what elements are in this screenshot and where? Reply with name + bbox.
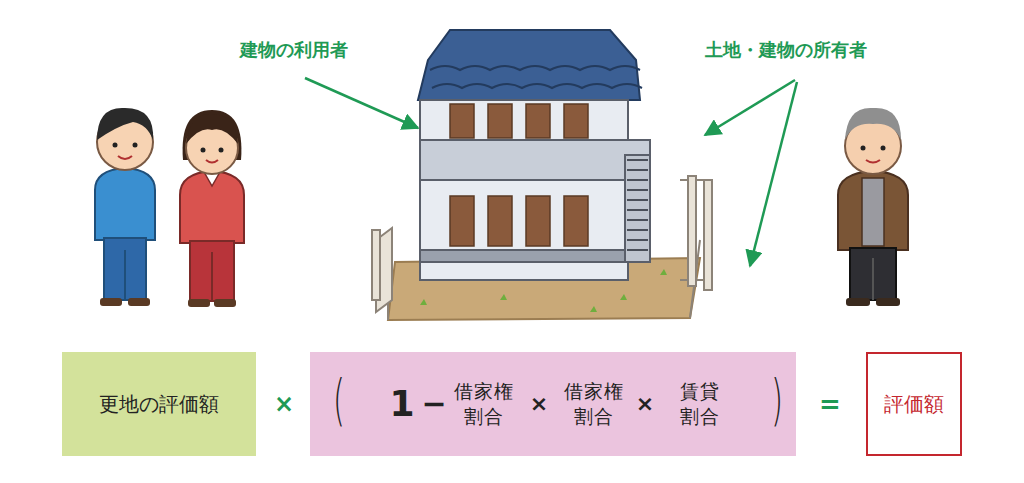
tenant-woman [180, 110, 244, 307]
formula-term: 賃貸 割合 [675, 379, 724, 428]
formula-band: (1−借家権 割合×借家権 割合×賃貸 割合) [310, 352, 796, 456]
formula-symbol: ( [333, 372, 345, 428]
owner-label: 土地・建物の所有者 [705, 38, 867, 62]
user-label: 建物の利用者 [240, 38, 348, 62]
formula-text: 評価額 [884, 391, 944, 418]
formula-symbol: ) [771, 372, 783, 428]
leader-arrows [305, 78, 797, 266]
formula-symbol: × [530, 393, 548, 415]
formula-term: 借家権 割合 [563, 379, 626, 428]
formula-box: 評価額 [866, 352, 962, 456]
fence [372, 176, 712, 320]
formula-term: 借家権 割合 [453, 379, 516, 428]
formula-symbol: 1 [389, 386, 414, 422]
formula-text: 更地の評価額 [99, 391, 219, 418]
owner-man [838, 108, 908, 306]
apartment-building [418, 30, 650, 280]
formula-symbol: − [421, 389, 446, 419]
operator: × [274, 390, 294, 418]
formula-box: 更地の評価額 [62, 352, 256, 456]
formula-symbol: × [636, 393, 654, 415]
operator: = [819, 389, 841, 419]
tenant-man [95, 108, 155, 306]
